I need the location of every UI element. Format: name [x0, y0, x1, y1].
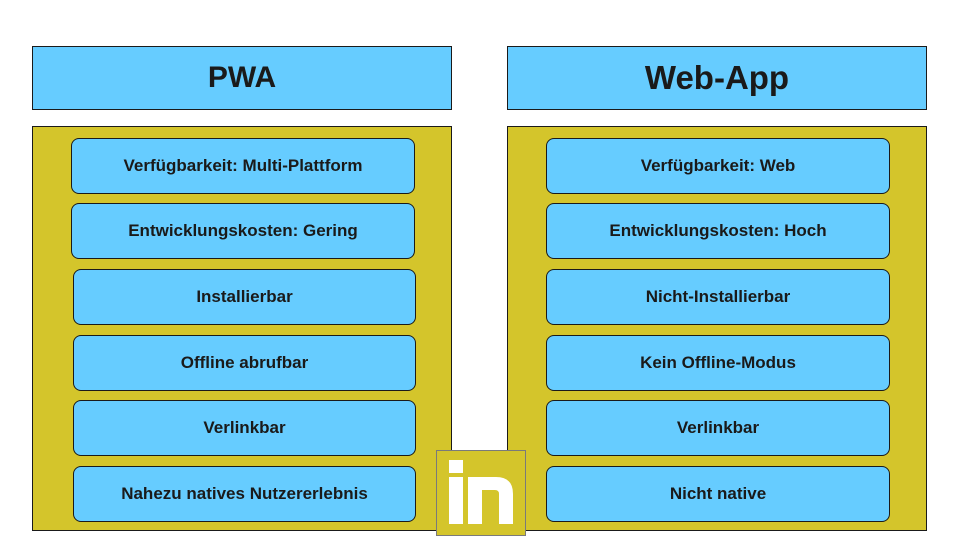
web-app-feature-item: Verlinkbar [546, 400, 890, 456]
pwa-feature-label: Verlinkbar [203, 418, 286, 437]
web-app-feature-label: Entwicklungskosten: Hoch [609, 221, 827, 240]
web-app-title: Web-App [644, 59, 790, 96]
web-app-feature-label: Verfügbarkeit: Web [640, 156, 796, 175]
web-app-feature-label: Nicht native [669, 484, 767, 503]
pwa-header: PWA [32, 46, 452, 110]
pwa-feature-label: Offline abrufbar [180, 353, 309, 372]
web-app-feature-item: Kein Offline-Modus [546, 335, 890, 391]
web-app-features-panel: Verfügbarkeit: Web Entwicklungskosten: H… [507, 126, 927, 531]
web-app-feature-label: Verlinkbar [676, 418, 760, 437]
pwa-feature-item: Verlinkbar [73, 400, 416, 456]
web-app-feature-label: Kein Offline-Modus [640, 353, 796, 372]
web-app-feature-item: Verfügbarkeit: Web [546, 138, 890, 194]
pwa-feature-label: Nahezu natives Nutzererlebnis [121, 484, 368, 503]
in-logo-icon [436, 450, 526, 536]
pwa-feature-label: Entwicklungskosten: Gering [128, 221, 358, 240]
web-app-feature-label: Nicht-Installierbar [645, 287, 791, 306]
web-app-feature-item: Nicht-Installierbar [546, 269, 890, 325]
in-logo-mark [449, 460, 513, 524]
pwa-feature-item: Installierbar [73, 269, 416, 325]
pwa-feature-item: Entwicklungskosten: Gering [71, 203, 415, 259]
pwa-feature-item: Nahezu natives Nutzererlebnis [73, 466, 416, 522]
pwa-title: PWA [207, 61, 277, 94]
pwa-feature-item: Offline abrufbar [73, 335, 416, 391]
web-app-feature-item: Entwicklungskosten: Hoch [546, 203, 890, 259]
pwa-feature-item: Verfügbarkeit: Multi-Plattform [71, 138, 415, 194]
pwa-feature-label: Verfügbarkeit: Multi-Plattform [123, 156, 363, 175]
web-app-header: Web-App [507, 46, 927, 110]
pwa-feature-label: Installierbar [196, 287, 293, 306]
pwa-features-panel: Verfügbarkeit: Multi-Plattform Entwicklu… [32, 126, 452, 531]
web-app-feature-item: Nicht native [546, 466, 890, 522]
